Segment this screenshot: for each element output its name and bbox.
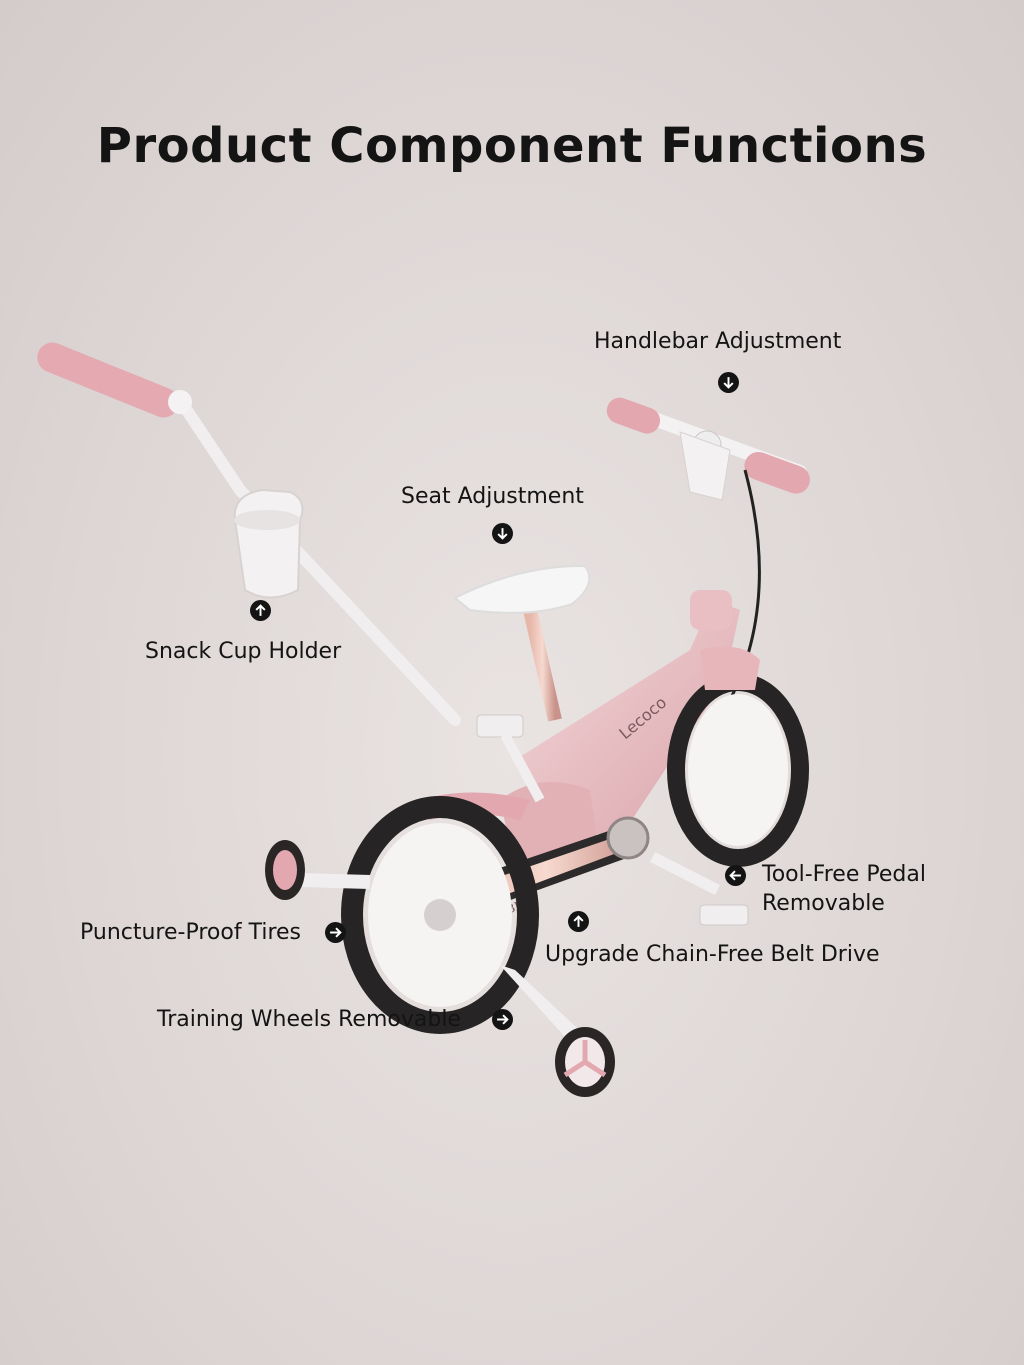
arrow-left-icon	[725, 865, 746, 886]
pedal-label-line1: Tool-Free Pedal	[762, 862, 926, 887]
rear-wheel	[341, 796, 539, 1034]
arrow-up-icon	[568, 911, 589, 932]
snack-cup-holder-part	[233, 488, 304, 599]
seat-label: Seat Adjustment	[401, 484, 584, 509]
seat-part	[453, 564, 591, 722]
pedal-label-line2: Removable	[762, 891, 885, 916]
handlebar-label: Handlebar Adjustment	[594, 329, 842, 354]
arrow-up-icon	[250, 600, 271, 621]
arrow-down-icon	[492, 523, 513, 544]
snack-cup-label: Snack Cup Holder	[145, 639, 342, 664]
belt-drive-label: Upgrade Chain-Free Belt Drive	[545, 942, 880, 967]
arrow-right-icon	[492, 1009, 513, 1030]
training-wheels-label: Training Wheels Removable	[157, 1007, 461, 1032]
pedals	[476, 714, 749, 926]
arrow-right-icon	[325, 922, 346, 943]
training-wheels	[265, 840, 615, 1097]
page-title: Product Component Functions	[96, 118, 928, 174]
tires-label: Puncture-Proof Tires	[80, 920, 301, 945]
front-wheel	[667, 646, 809, 867]
handlebar-part	[606, 397, 810, 701]
arrow-down-icon	[718, 372, 739, 393]
